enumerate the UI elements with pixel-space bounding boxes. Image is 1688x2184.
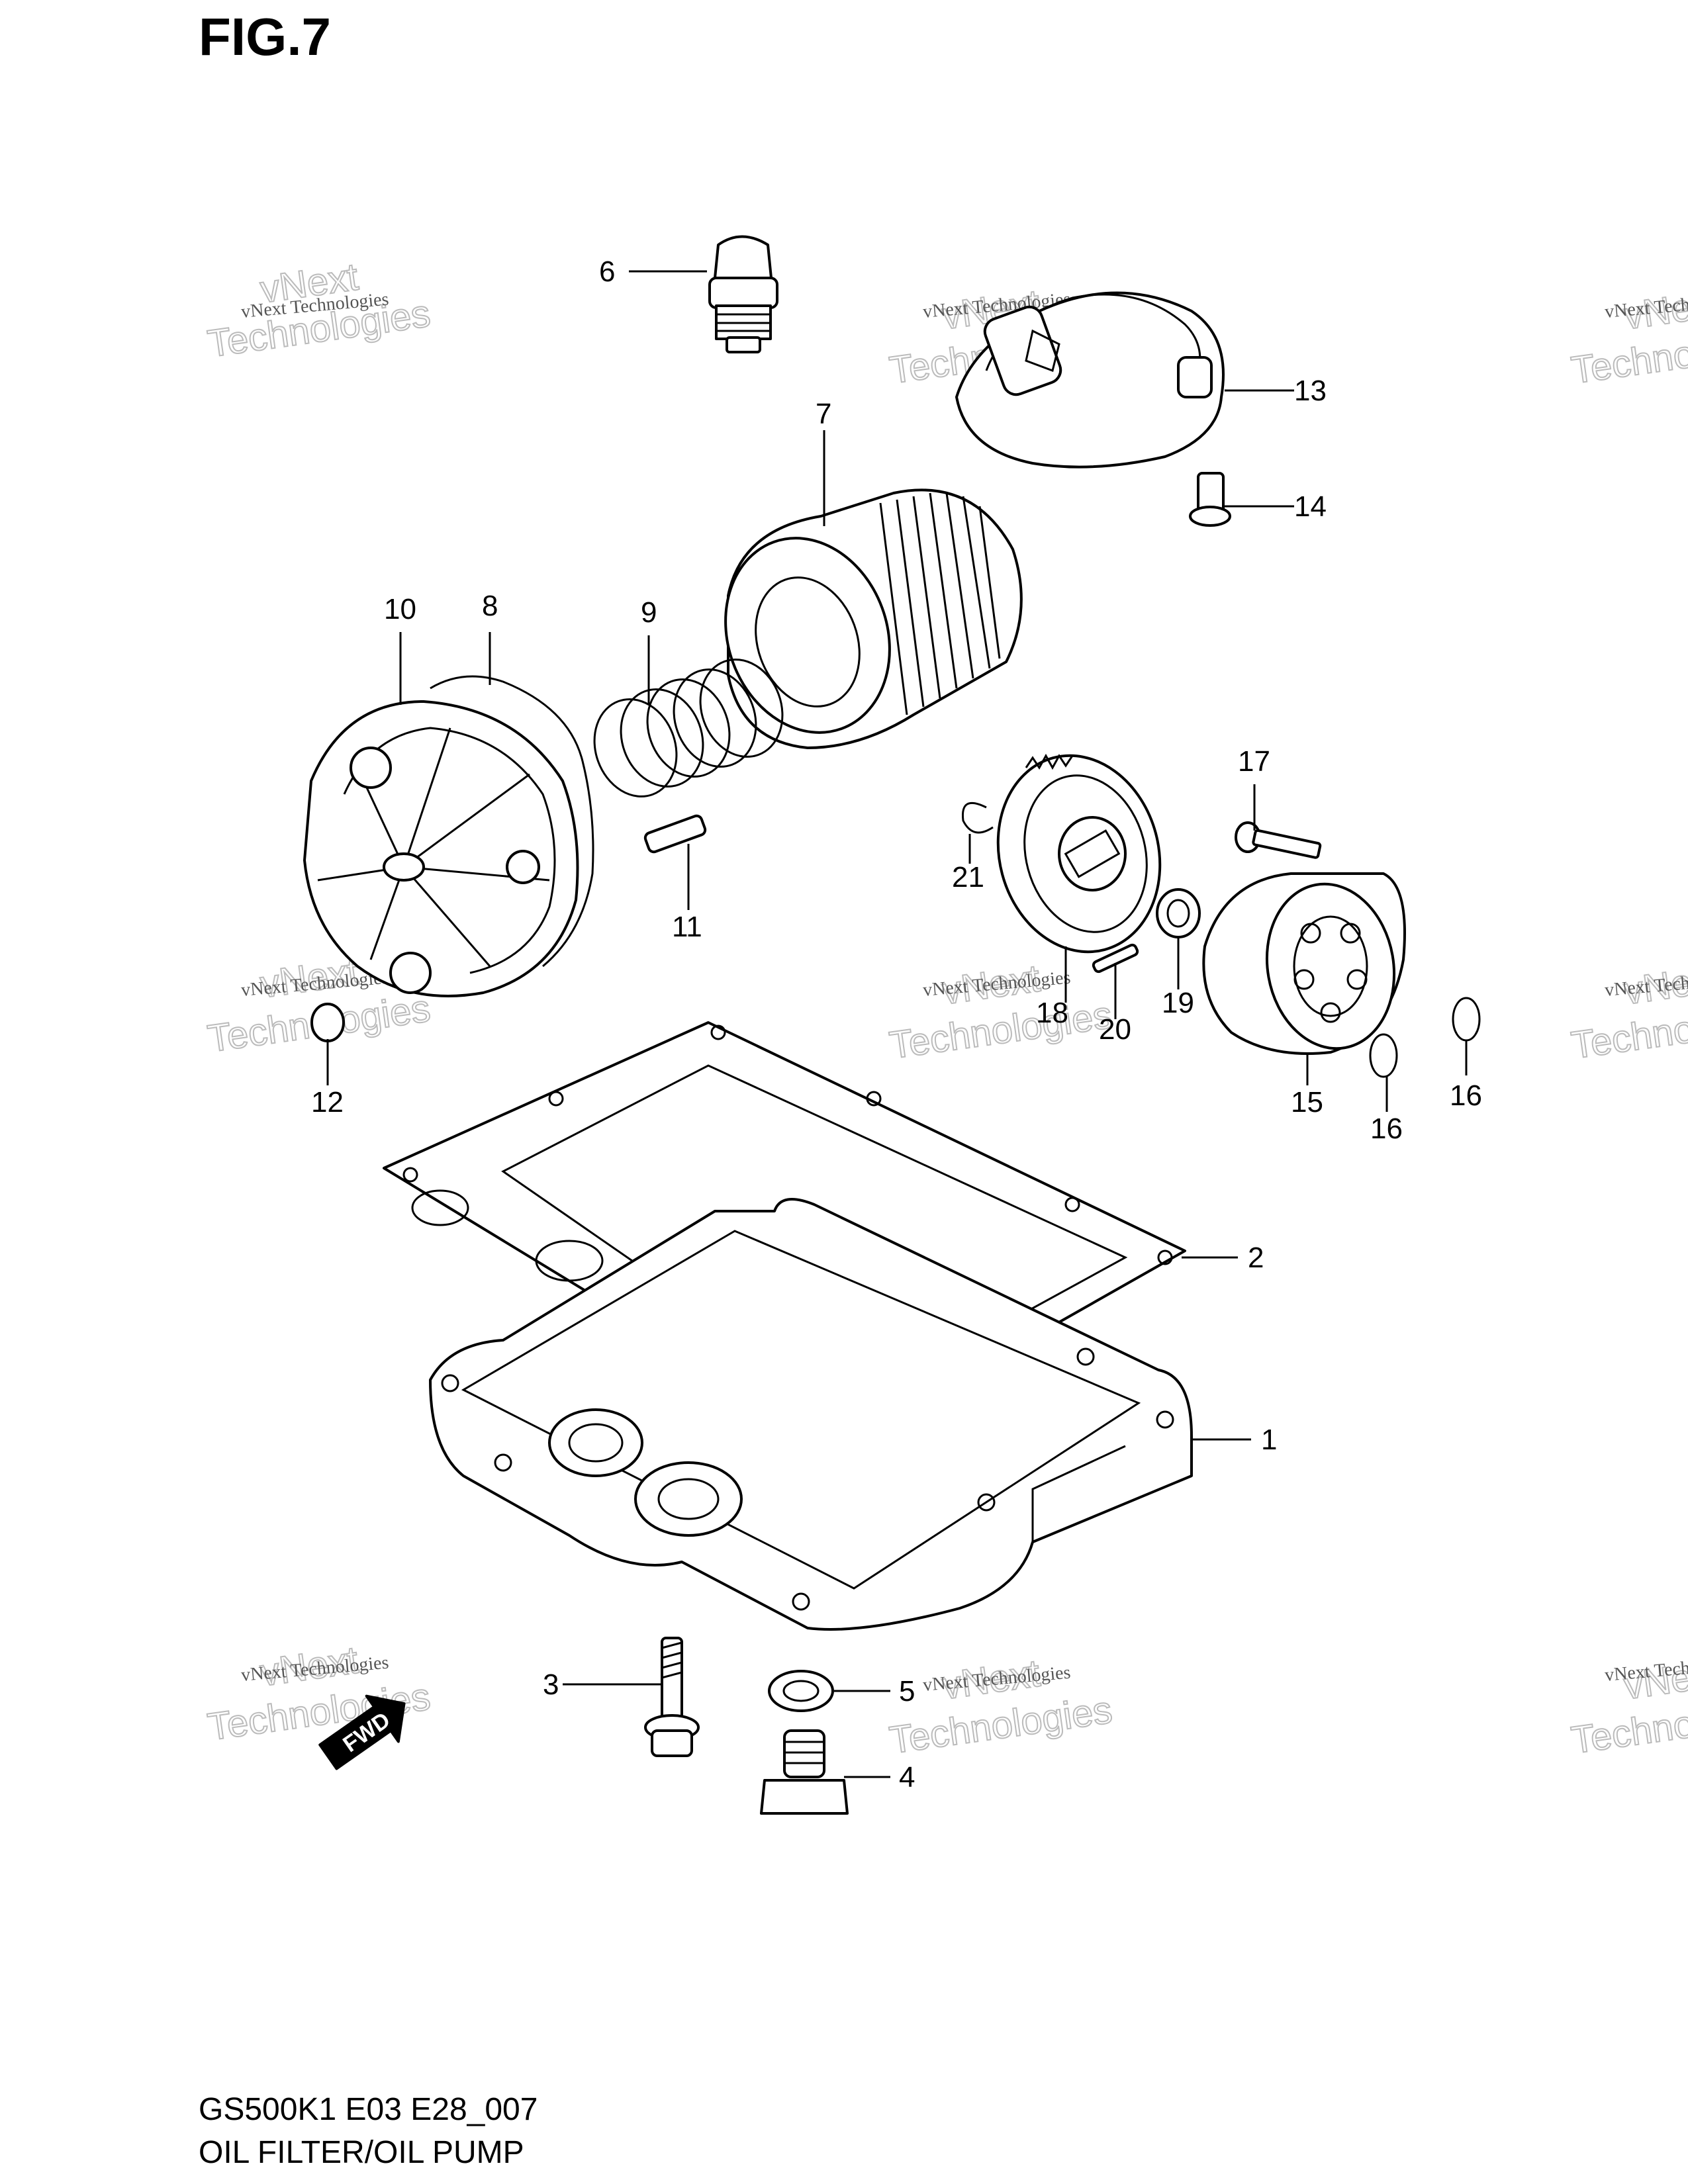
part-filter-cover [303, 700, 579, 997]
part-bolt-14 [1189, 472, 1231, 527]
part-oil-pan [429, 1198, 1193, 1631]
part-o-ring-16a [1369, 1033, 1398, 1078]
part-drain-plug [760, 1729, 849, 1815]
part-bolt-3 [644, 1637, 700, 1757]
fwd-direction-arrow: FWD [318, 1694, 406, 1770]
part-pump-gear [996, 753, 1162, 954]
callout-21: 21 [952, 861, 984, 893]
callout-17: 17 [1238, 745, 1270, 778]
callout-12: 12 [311, 1086, 344, 1118]
callout-15: 15 [1291, 1086, 1323, 1118]
callout-6: 6 [599, 255, 615, 288]
callout-13: 13 [1294, 375, 1327, 407]
figure-code: GS500K1 E03 E28_007 [199, 2092, 538, 2127]
part-washer-5 [768, 1670, 834, 1712]
callout-1: 1 [1261, 1424, 1277, 1456]
figure-title: FIG.7 [199, 7, 332, 66]
watermark: vNext Technologies [1568, 956, 1688, 1068]
part-spring [593, 659, 784, 797]
callout-9: 9 [641, 596, 657, 629]
part-cam-cover-cap [955, 291, 1225, 469]
callout-3: 3 [543, 1668, 559, 1701]
callout-16b: 16 [1450, 1079, 1482, 1112]
callout-4: 4 [899, 1761, 915, 1794]
callout-19: 19 [1162, 987, 1194, 1019]
part-circlip [961, 801, 994, 834]
callout-8: 8 [482, 590, 498, 622]
part-washer-19 [1156, 888, 1201, 938]
callout-5: 5 [899, 1675, 915, 1707]
callout-16a: 16 [1370, 1113, 1403, 1145]
callout-18: 18 [1036, 997, 1068, 1029]
callout-2: 2 [1248, 1242, 1264, 1274]
figure-name: OIL FILTER/OIL PUMP [199, 2135, 524, 2170]
callout-20: 20 [1099, 1013, 1131, 1046]
part-o-ring-16b [1452, 997, 1481, 1042]
callout-labels: 6 7 13 14 10 8 9 11 12 21 18 20 19 17 15… [311, 255, 1482, 1794]
part-oil-pressure-switch [708, 235, 778, 353]
part-bolt-17 [1235, 821, 1322, 859]
watermark: vNext Technologies [1568, 281, 1688, 393]
callout-11: 11 [672, 911, 702, 943]
part-plug-12 [310, 1003, 345, 1042]
part-oil-filter [724, 488, 1023, 749]
watermark: vNext Technologies [886, 956, 1115, 1068]
callout-14: 14 [1294, 490, 1327, 523]
watermark: vNext Technologies [886, 1651, 1115, 1763]
callout-10: 10 [384, 593, 416, 625]
part-pin-20 [1092, 943, 1139, 974]
part-stud [643, 814, 707, 854]
callout-7: 7 [816, 398, 831, 430]
part-oil-pump [1202, 872, 1406, 1055]
leader-lines [326, 270, 1468, 1778]
